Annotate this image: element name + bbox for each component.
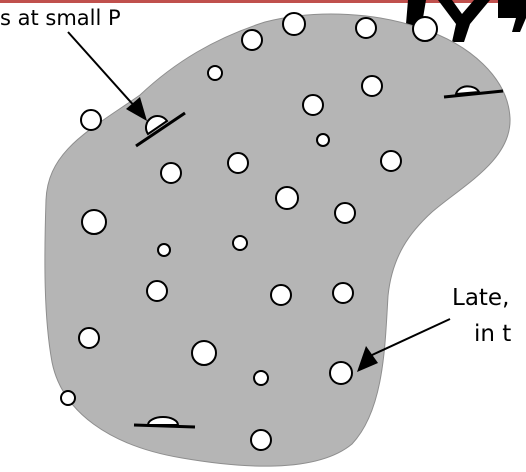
bubble (81, 110, 101, 130)
bubble (147, 281, 167, 301)
bubble (192, 341, 216, 365)
bubble (356, 18, 376, 38)
label-right-line-1: Late, (452, 285, 509, 311)
bubble (233, 236, 247, 250)
bubble (251, 430, 271, 450)
bubble (61, 391, 75, 405)
bubble (381, 151, 401, 171)
bubble (158, 244, 170, 256)
bubble (254, 371, 268, 385)
title-fragment-glyph (438, 0, 490, 42)
bubble (271, 285, 291, 305)
bubble (317, 134, 329, 146)
bubble (228, 153, 248, 173)
half-bubble (148, 417, 178, 425)
surface-line (134, 425, 195, 427)
label-right-line-2: in t (474, 321, 511, 347)
bubble (362, 76, 382, 96)
bubble (79, 328, 99, 348)
bubble (208, 66, 222, 80)
label-top-left: s at small P (0, 6, 121, 30)
arrow-to-surface-bubble (68, 32, 147, 121)
bubble (413, 17, 437, 41)
bubble (276, 187, 298, 209)
grey-region (45, 14, 510, 466)
bubble (330, 362, 352, 384)
title-fragment-glyph (498, 0, 526, 32)
bubble (242, 30, 262, 50)
bubble (161, 163, 181, 183)
bubble (335, 203, 355, 223)
bubble (333, 283, 353, 303)
bubble (303, 95, 323, 115)
bubble (283, 13, 305, 35)
bubble (82, 210, 106, 234)
